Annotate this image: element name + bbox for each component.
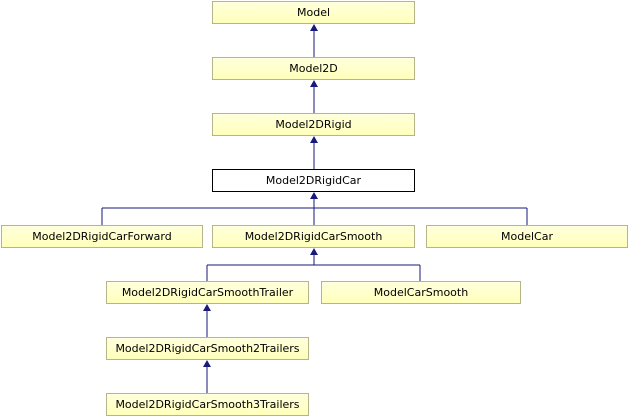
class-node-model2drigid[interactable]: Model2DRigid (212, 113, 415, 136)
class-node-model2drigidcarsmooth2trailers[interactable]: Model2DRigidCarSmooth2Trailers (106, 337, 309, 360)
class-node-model2drigidcarsmooth3trailers[interactable]: Model2DRigidCarSmooth3Trailers (106, 393, 309, 416)
class-node-model2drigidcar-current: Model2DRigidCar (212, 169, 415, 192)
class-node-model2drigidcarsmoothtrailer[interactable]: Model2DRigidCarSmoothTrailer (106, 281, 309, 304)
class-node-modelcar[interactable]: ModelCar (426, 225, 628, 248)
class-node-model2d[interactable]: Model2D (212, 57, 415, 80)
edge-smooth3-to-smooth2 (203, 360, 211, 393)
edge-model2drigid-to-model2d (310, 80, 318, 113)
edge-model2d-to-model (310, 24, 318, 57)
edge-smooth2-to-smoothtrailer (203, 304, 211, 337)
class-node-model2drigidcarforward[interactable]: Model2DRigidCarForward (1, 225, 203, 248)
class-node-model2drigidcarsmooth[interactable]: Model2DRigidCarSmooth (212, 225, 415, 248)
edge-subclasses-to-smooth (206, 248, 421, 281)
edge-subclasses-to-model2drigidcar (101, 192, 528, 225)
class-node-model[interactable]: Model (212, 1, 415, 24)
edge-model2drigidcar-to-model2drigid (310, 136, 318, 169)
class-node-modelcarsmooth[interactable]: ModelCarSmooth (321, 281, 521, 304)
